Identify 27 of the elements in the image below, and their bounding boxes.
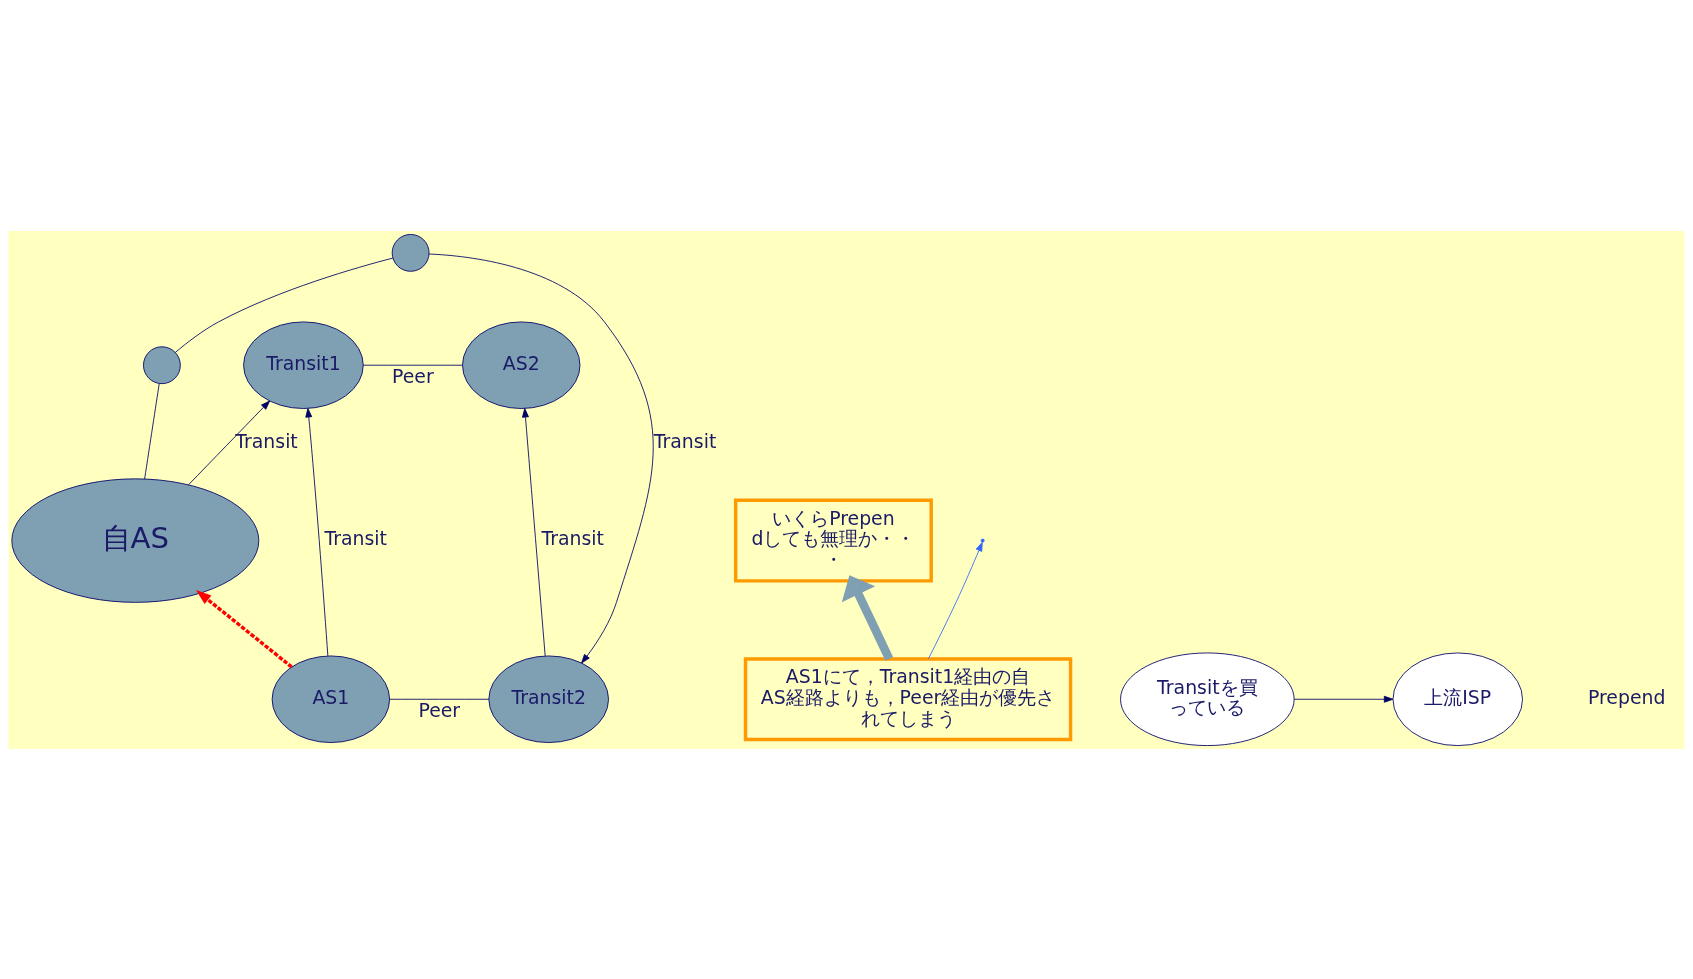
arrow: [195, 589, 293, 668]
connector: [389, 698, 490, 700]
node-circle: [143, 345, 181, 384]
edge-label: Transit: [235, 429, 298, 452]
node-ellipse: AS2: [462, 321, 581, 409]
edge-label: Transit: [324, 526, 387, 549]
arrow: [522, 407, 546, 656]
node-box: AS1にて，Transit1経由の自AS経路よりも，Peer経由が優先されてしまう: [743, 656, 1073, 741]
node-ellipse: 上流ISP: [1392, 652, 1523, 746]
edge-label: Peer: [391, 364, 434, 387]
arrow: [1293, 695, 1394, 703]
arrow: [305, 407, 329, 656]
connector: [174, 257, 394, 353]
node-circle: [391, 233, 430, 272]
edge-label: Peer: [418, 698, 461, 721]
arrow: [428, 253, 654, 663]
node-ellipse: Transitを買っている: [1120, 652, 1295, 746]
node-box: いくらPrependしても無理か・・・: [733, 498, 933, 583]
node-ellipse: AS1: [271, 655, 391, 743]
connector: [144, 382, 160, 479]
label: Prepend: [1587, 685, 1666, 708]
edge-label: Transit: [653, 429, 717, 452]
edge-label: Transit: [541, 526, 604, 549]
arrow: [841, 574, 894, 661]
connector: [362, 364, 463, 366]
arrow: [927, 541, 983, 659]
arrow: [188, 400, 271, 485]
